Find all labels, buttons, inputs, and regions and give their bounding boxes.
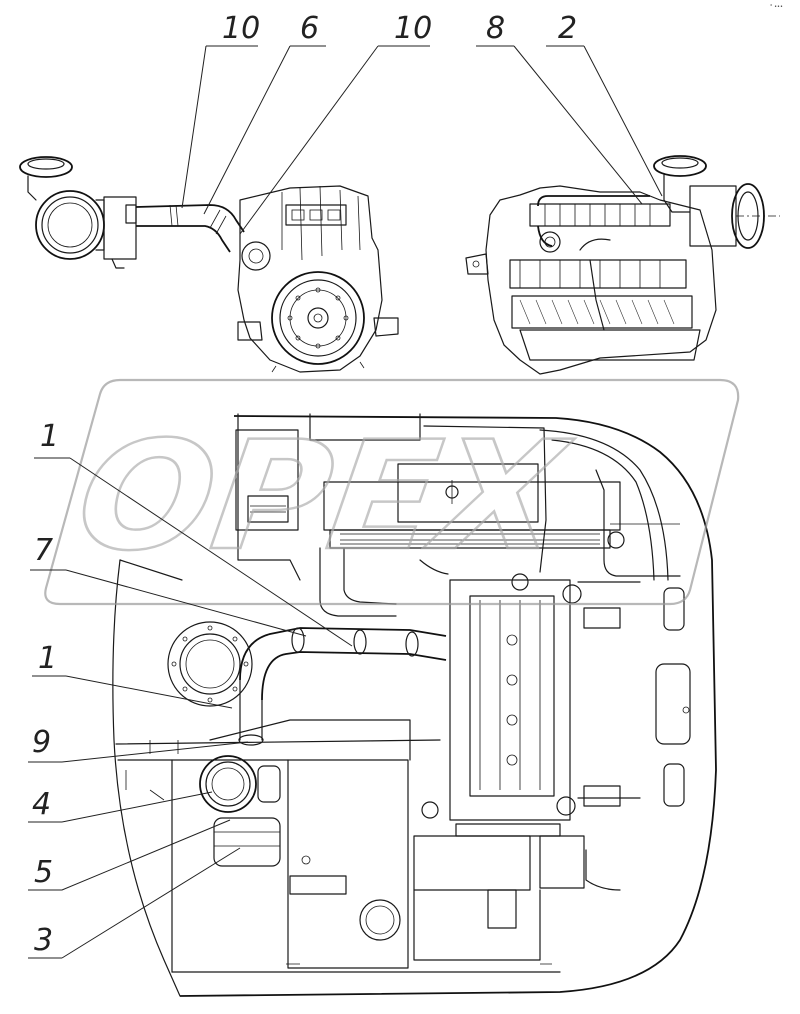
callout-label: 9 bbox=[32, 725, 51, 760]
callout-label: 10 bbox=[394, 11, 432, 46]
watermark-text: OPEX bbox=[68, 409, 580, 584]
watermark: OPEX bbox=[44, 378, 740, 606]
callout-label: 5 bbox=[34, 855, 53, 890]
callout-label: 7 bbox=[34, 533, 53, 568]
callout-label: 4 bbox=[32, 787, 51, 822]
top-callouts: 10 6 10 8 2 bbox=[181, 11, 663, 235]
callout-label: 6 bbox=[300, 11, 319, 46]
left-callouts: 1 7 1 9 4 5 3 bbox=[28, 419, 353, 959]
engine-side-view bbox=[465, 155, 780, 375]
callout-label: 8 bbox=[486, 11, 505, 46]
callout-label: 2 bbox=[558, 11, 577, 46]
callout-label: 1 bbox=[38, 641, 57, 676]
engine-front-view bbox=[19, 156, 399, 373]
callout-label: 3 bbox=[34, 923, 53, 958]
plan-view bbox=[112, 413, 717, 997]
callout-label: 10 bbox=[222, 11, 260, 46]
corner-mark: ° ••• bbox=[770, 4, 783, 10]
callout-label: 1 bbox=[40, 419, 59, 454]
